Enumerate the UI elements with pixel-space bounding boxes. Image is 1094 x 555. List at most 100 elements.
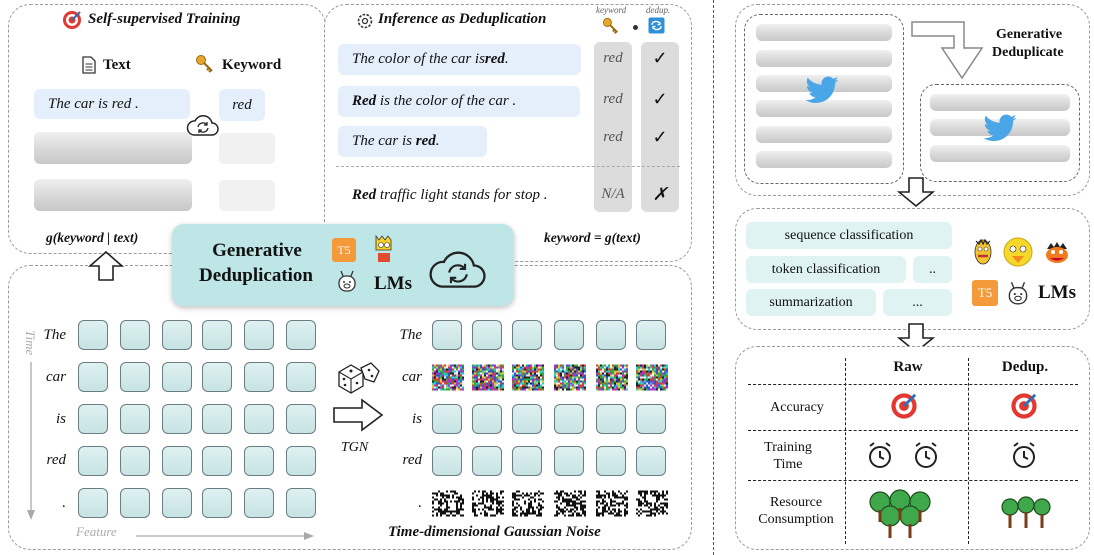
task-chip-3-label: ..	[929, 261, 936, 277]
grid-cell	[120, 320, 150, 350]
grid-cell	[120, 488, 150, 518]
bw-noise-cell	[596, 490, 628, 517]
accuracy-target-icon-dedup	[1010, 392, 1038, 425]
bw-noise-cell	[512, 490, 544, 517]
raw-line-6	[756, 151, 892, 168]
grid-cell	[244, 362, 274, 392]
keyword-value-1: red	[603, 50, 623, 66]
trees-icon-raw	[866, 488, 936, 545]
raw-line-4	[756, 100, 892, 117]
inference-row-1: The color of the car is red .	[338, 44, 581, 75]
task-chip-sequence-classification: sequence classification	[746, 222, 952, 249]
grid-cell	[512, 446, 542, 476]
grid-cell	[596, 446, 626, 476]
grid-cell	[286, 320, 316, 350]
raw-doc-card	[744, 14, 904, 184]
row2-bold: Red	[352, 93, 377, 109]
grid-cell	[78, 362, 108, 392]
tgn-label: TGN	[341, 440, 369, 455]
bw-noise-cell	[636, 490, 668, 517]
section-divider	[713, 0, 714, 555]
task-chip-1-label: sequence classification	[784, 227, 914, 243]
bw-noise-cell	[432, 490, 464, 517]
trees-icon-dedup	[1000, 494, 1052, 535]
document-icon	[82, 56, 96, 79]
grid-cell	[202, 446, 232, 476]
grid-cell	[120, 404, 150, 434]
dice-icon	[335, 358, 381, 403]
grid-cell	[162, 362, 192, 392]
training-sentence-text: The car is red .	[48, 95, 139, 112]
dedup-mark-2: ✓	[652, 89, 668, 109]
grid-cell	[162, 404, 192, 434]
left-token-5: .	[62, 495, 66, 511]
keyword-column	[594, 42, 632, 212]
t5-right-label: T5	[977, 285, 993, 300]
grid-cell	[512, 320, 542, 350]
color-noise-cell	[596, 364, 628, 391]
color-noise-cell	[472, 364, 504, 391]
up-arrow	[87, 250, 125, 287]
bart-icon	[372, 234, 396, 269]
task-chip-2-label: token classification	[771, 261, 881, 277]
color-noise-cell	[512, 364, 544, 391]
grid-cell	[596, 320, 626, 350]
grid-cell	[202, 404, 232, 434]
inference-formula: keyword = g(text)	[544, 230, 641, 245]
dot-separator	[633, 25, 638, 30]
tgn-arrow	[332, 398, 384, 437]
color-noise-cell	[636, 364, 668, 391]
training-panel	[8, 4, 326, 254]
time-axis-label: Time	[23, 330, 38, 356]
dedup-line-1	[930, 94, 1070, 111]
tasks-lms: LMs	[1038, 282, 1076, 303]
grid-cell	[286, 488, 316, 518]
keyword-col-label: keyword	[596, 5, 627, 15]
key-icon	[195, 54, 215, 79]
right-token-3: is	[411, 411, 422, 427]
table-hline-3	[748, 480, 1078, 481]
raw-line-2	[756, 50, 892, 67]
text-header: Text	[103, 57, 131, 73]
row1-pre: The color of the car is	[352, 51, 485, 67]
keyword-value-2: red	[603, 91, 623, 107]
col-dedup-header: Dedup.	[1001, 359, 1049, 375]
dedup-mark-1: ✓	[652, 48, 668, 68]
dedupe-title-line1: Generative	[996, 27, 1063, 42]
dedup-mark-4: ✗	[652, 184, 668, 204]
grid-cell	[554, 404, 584, 434]
noise-caption: Time-dimensional Gaussian Noise	[388, 524, 601, 540]
grid-cell	[512, 404, 542, 434]
row3-pre: The car is	[352, 133, 416, 149]
grid-cell	[472, 404, 502, 434]
grid-cell	[596, 404, 626, 434]
alarm-clock-icon-dedup	[1010, 440, 1038, 475]
row1-post: .	[504, 51, 509, 67]
t5-badge: T5	[332, 238, 356, 262]
left-token-1: The	[43, 327, 67, 343]
grid-cell	[472, 446, 502, 476]
target-icon	[62, 10, 82, 30]
raw-line-1	[756, 24, 892, 41]
bw-noise-cell	[554, 490, 586, 517]
dedup-line-3	[930, 145, 1070, 162]
placeholder-text-1	[34, 132, 192, 164]
feature-axis-arrow	[136, 528, 316, 546]
cloud-sync-icon-small	[186, 111, 220, 144]
right-token-4: red	[402, 452, 422, 468]
inference-row-4: Red traffic light stands for stop .	[338, 180, 598, 211]
left-token-3: is	[55, 411, 66, 427]
center-line1: Generative	[212, 240, 302, 261]
row4-bold: Red	[352, 187, 377, 203]
grid-cell	[432, 404, 462, 434]
grid-cell	[78, 488, 108, 518]
raw-line-5	[756, 126, 892, 143]
t5-label: T5	[337, 242, 351, 257]
big-bird-icon	[1000, 236, 1036, 275]
dedup-mark-3: ✓	[652, 127, 668, 147]
t5-badge-right: T5	[972, 280, 998, 306]
bw-noise-cell	[472, 490, 504, 517]
table-vline-2	[968, 358, 969, 544]
left-token-4: red	[46, 452, 66, 468]
placeholder-keyword-1	[219, 133, 275, 164]
